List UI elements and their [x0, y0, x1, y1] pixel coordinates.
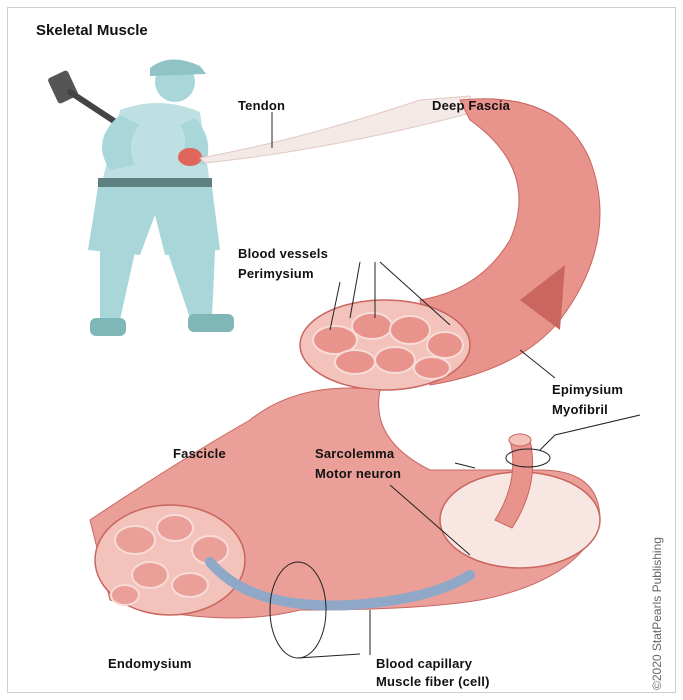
copyright-credit: ©2020 StatPearls Publishing	[650, 537, 664, 690]
label-fascicle: Fascicle	[173, 446, 226, 461]
label-perimysium: Perimysium	[238, 266, 314, 281]
worker-left-leg	[100, 250, 135, 320]
worker-right-leg	[168, 250, 215, 318]
label-myofibril: Myofibril	[552, 402, 608, 417]
worker-figure	[47, 59, 234, 336]
label-blood-vessels: Blood vessels	[238, 246, 328, 261]
myofibril-leader	[540, 415, 640, 450]
label-endomysium: Endomysium	[108, 656, 192, 671]
worker-belt	[98, 178, 212, 187]
worker-cap	[150, 59, 206, 76]
worker-shorts	[88, 187, 220, 255]
worker-right-shoe	[188, 314, 234, 332]
label-muscle-fiber: Muscle fiber (cell)	[376, 674, 490, 689]
arm-muscle-highlight	[178, 148, 202, 166]
label-sarcolemma: Sarcolemma	[315, 446, 394, 461]
label-blood-capillary: Blood capillary	[376, 656, 472, 671]
label-deep-fascia: Deep Fascia	[432, 98, 510, 113]
diagram-title: Skeletal Muscle	[36, 22, 148, 39]
worker-left-shoe	[90, 318, 126, 336]
hammer-head	[47, 70, 79, 105]
label-epimysium: Epimysium	[552, 382, 623, 397]
label-motor-neuron: Motor neuron	[315, 466, 401, 481]
sarcolemma-leader	[455, 463, 475, 468]
epimysium-leader	[520, 350, 555, 378]
label-tendon: Tendon	[238, 98, 285, 113]
myofibril-end	[509, 434, 531, 446]
